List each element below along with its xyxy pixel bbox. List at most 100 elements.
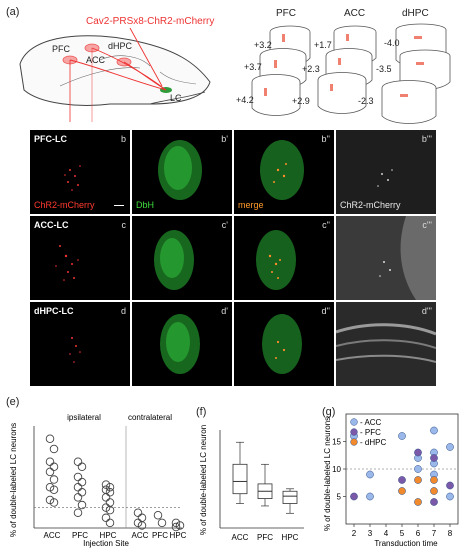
corner-b-prime: b' [221,134,228,144]
corner-b-tprime: b''' [421,134,432,144]
coronal-sections [251,23,451,124]
chart-g-xlabel: Transduction time [374,539,438,548]
chart-e-point [45,467,55,477]
chart-e-point [175,521,185,530]
micro-grid: PFC-LC b ChR2-mCherry b' DbH b'' merge b… [30,130,436,388]
chart-e-point [171,522,181,532]
chart-e-point [137,521,147,530]
channel-label-red: ChR2-mCherry [34,200,95,210]
chart-f-tick-label: PFC [257,533,273,542]
micro-d-gray: d''' [336,302,436,386]
chart-g-x-tick-label: 2 [352,529,357,538]
panel-g-letter: (g) [322,406,336,418]
panel-a-letter: (a) [6,6,20,18]
row-label-dhpc: dHPC-LC [34,306,74,316]
chart-e-point [137,513,147,523]
micro-d-green: d' [132,302,232,386]
chart-g-point-pfc [430,498,438,506]
chart-e-tick-label: HPC [170,531,186,540]
chart-g: % of double-labeled LC neurons Transduct… [323,413,459,548]
chart-e-point [73,472,83,482]
micro-b-merge: b'' merge [234,130,334,214]
chart-e-point [157,518,167,528]
chart-e-point [77,462,87,472]
panel-a: (a) Cav2-PRSx8-ChR2-mCherry PFC ACC dHPC… [0,0,464,130]
chart-g-point-acc [414,465,422,473]
chart-e-tick-label: PFC [72,531,88,540]
chart-e-point [49,485,59,494]
micro-c-gray: c''' [336,216,436,300]
chart-e-point [77,488,87,497]
chart-e-point [77,477,87,487]
chart-f-ylabel: % of double-labeled LC neuron [199,425,208,535]
coord-dhpc-3: -2.3 [358,96,374,106]
chart-e-ipsi-label: ipsilateral [67,413,101,422]
region-label-acc: ACC [86,55,106,65]
chart-g-legend-marker [350,428,358,436]
channel-label-green: DbH [136,200,155,210]
chart-g-x-tick-label: 4 [384,529,389,538]
chart-g-point-dhpc [398,487,406,495]
chart-e-contra-label: contralateral [128,413,172,422]
coord-pfc-2: +3.7 [244,62,262,72]
chart-e-ylabel: % of double-labeled LC neurons [9,423,18,537]
chart-e-point [105,518,115,528]
chart-g-legend-marker [350,438,358,446]
chart-g-point-pfc [350,492,358,501]
chart-g-y-tick-label: 5 [337,493,342,502]
row-label-pfc: PFC-LC [34,134,67,144]
micro-c-red: ACC-LC c [30,216,130,300]
chart-e-point [45,457,55,466]
chart-g-x-tick-label: 6 [416,529,421,538]
chart-e-point [73,482,83,492]
chart-g-point-acc [366,492,374,501]
chart-e-point [49,462,59,472]
chart-g-y-tick-label: 10 [332,465,341,474]
chart-e-tick-label: ACC [44,531,61,540]
corner-b-dprime: b'' [321,134,330,144]
region-label-dhpc: dHPC [108,41,133,51]
coord-acc-2: +2.3 [302,64,320,74]
chart-e-point [133,508,143,517]
chart-e-point [101,513,111,523]
channel-label-merge: merge [238,200,264,210]
corner-d-dprime: d'' [321,306,330,316]
chart-g-x-tick-label: 5 [400,529,405,538]
column-title-acc: ACC [344,8,366,19]
chart-e-point [45,434,55,444]
micro-d-merge: d'' [234,302,334,386]
chart-e-tick-label: PFC [152,531,168,540]
micro-b-green: b' DbH [132,130,232,214]
chart-g-point-acc [398,432,406,440]
vector-label: Cav2-PRSx8-ChR2-mCherry [86,16,215,27]
chart-e-point [153,510,163,520]
panel-e-letter: (e) [6,396,20,408]
chart-e: % of double-labeled LC neurons ipsilater… [9,413,186,548]
micro-c-merge: c'' [234,216,334,300]
panel-f-letter: (f) [196,406,207,418]
chart-e-point [73,508,83,517]
chart-f-tick-label: ACC [232,533,249,542]
chart-e-point [49,475,59,484]
chart-g-point-acc [366,470,374,479]
chart-g-point-pfc [414,448,422,457]
chart-e-point [77,500,87,510]
corner-d-prime: d' [221,306,228,316]
corner-c-dprime: c'' [322,220,330,230]
chart-g-point-dhpc [430,476,438,484]
chart-g-point-acc [430,426,438,435]
sagittal-brain-diagram [19,27,211,122]
chart-g-ylabel: % of double-labeled LC neurons [323,417,332,531]
chart-g-legend-label: - dHPC [360,438,386,447]
chart-e-xlabel: Injection Site [83,539,129,548]
scale-bar [114,205,124,206]
chart-g-point-pfc [398,476,406,484]
chart-e-point [73,457,83,466]
corner-b: b [120,134,126,144]
chart-g-y-tick-label: 15 [332,438,341,447]
corner-c-tprime: c''' [422,220,432,230]
micro-b-red: PFC-LC b ChR2-mCherry [30,130,130,214]
chart-g-legend-label: - PFC [360,428,381,437]
chart-f-box [282,490,298,504]
region-label-lc: LC [170,93,182,103]
